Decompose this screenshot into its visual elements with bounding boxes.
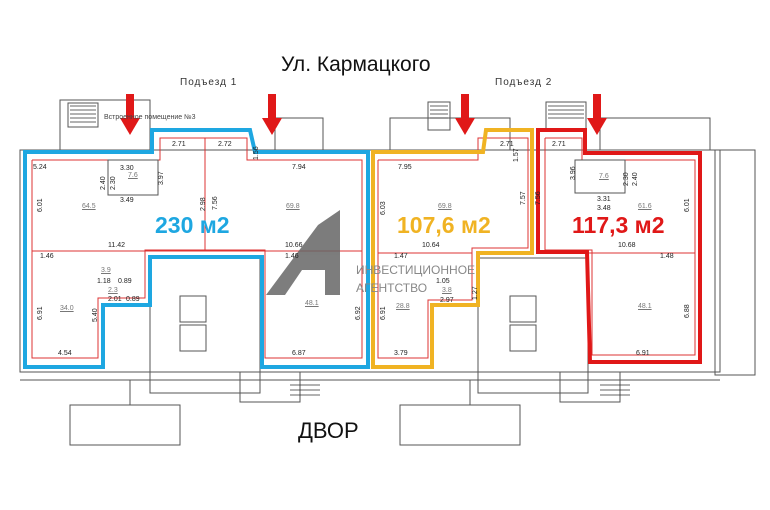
dimension-label-vertical: 3.96 bbox=[570, 166, 577, 180]
dimension-label: 7.95 bbox=[398, 164, 412, 171]
dimension-label-vertical: 2.30 bbox=[623, 172, 630, 186]
dimension-label-vertical: 6.01 bbox=[37, 198, 44, 212]
section-area-yellow: 107,6 м2 bbox=[397, 212, 491, 238]
room-area-label: 3.8 bbox=[442, 287, 452, 294]
street-name: Ул. Кармацкого bbox=[281, 53, 431, 76]
watermark-logo bbox=[266, 210, 340, 295]
room-area-label: 69.8 bbox=[286, 203, 300, 210]
dimension-label: 1.46 bbox=[285, 253, 299, 260]
dimension-label-vertical: 1.27 bbox=[472, 286, 479, 300]
dimension-label-vertical: 2.30 bbox=[110, 176, 117, 190]
room-area-label: 61.6 bbox=[638, 203, 652, 210]
entrance-2-label: Подъезд 2 bbox=[495, 77, 553, 88]
dimension-label: 6.87 bbox=[292, 350, 306, 357]
yard-label: ДВОР bbox=[298, 418, 359, 443]
dimension-label-vertical: 6.01 bbox=[684, 198, 691, 212]
dimension-label: 3.48 bbox=[597, 205, 611, 212]
dimension-label: 10.64 bbox=[422, 242, 440, 249]
dimension-label: 2.01 bbox=[108, 296, 122, 303]
dimension-label: 7.94 bbox=[292, 164, 306, 171]
dimension-label-vertical: 1.57 bbox=[513, 148, 520, 162]
dimension-label-vertical: 2.98 bbox=[200, 197, 207, 211]
dimension-label: 6.91 bbox=[636, 350, 650, 357]
room-area-label: 28.8 bbox=[396, 303, 410, 310]
room-area-label: 7.6 bbox=[599, 173, 609, 180]
room-area-label: 64.5 bbox=[82, 203, 96, 210]
dimension-label-vertical: 2.40 bbox=[100, 176, 107, 190]
section-area-red: 117,3 м2 bbox=[572, 212, 665, 238]
entrance-1-label: Подъезд 1 bbox=[180, 77, 238, 88]
dimension-label: 0.89 bbox=[126, 296, 140, 303]
dimension-label: 1.46 bbox=[40, 253, 54, 260]
watermark-line-1: ИНВЕСТИЦИОННОЕ bbox=[356, 263, 476, 277]
dimension-label: 1.05 bbox=[436, 278, 450, 285]
dimension-label: 1.47 bbox=[394, 253, 408, 260]
dimension-label: 3.49 bbox=[120, 197, 134, 204]
room-area-label: 48.1 bbox=[305, 300, 319, 307]
room-area-label: 2.3 bbox=[108, 287, 118, 294]
stairs bbox=[70, 105, 630, 396]
room-area-label: 34.0 bbox=[60, 305, 74, 312]
dimension-label-vertical: 3.97 bbox=[158, 171, 165, 185]
section-outline-blue bbox=[23, 128, 370, 369]
dimension-label: 5.24 bbox=[33, 164, 47, 171]
dimension-label-vertical: 6.91 bbox=[37, 306, 44, 320]
dimension-label-vertical: 7.56 bbox=[535, 191, 542, 205]
dimension-label-vertical: 6.88 bbox=[684, 304, 691, 318]
dimension-label-vertical: 6.92 bbox=[355, 306, 362, 320]
dimension-label-vertical: 7.57 bbox=[520, 191, 527, 205]
room-area-label: 3.9 bbox=[101, 267, 111, 274]
arrow-down-icon bbox=[455, 94, 475, 135]
dimension-label: 1.18 bbox=[97, 278, 111, 285]
dimension-label: 10.68 bbox=[618, 242, 636, 249]
dimension-label: 3.79 bbox=[394, 350, 408, 357]
dimension-label: 4.54 bbox=[58, 350, 72, 357]
dimension-label-vertical: 7.56 bbox=[212, 196, 219, 210]
dimension-label: 10.66 bbox=[285, 242, 303, 249]
section-outline-red bbox=[536, 128, 702, 364]
room-area-label: 48.1 bbox=[638, 303, 652, 310]
section-area-blue: 230 м2 bbox=[155, 212, 230, 238]
dimension-label: 2.71 bbox=[172, 141, 186, 148]
dimension-label-vertical: 6.91 bbox=[380, 306, 387, 320]
dimension-label-vertical: 5.40 bbox=[92, 308, 99, 322]
section-outline-yellow bbox=[371, 128, 534, 369]
dimension-label: 3.30 bbox=[120, 165, 134, 172]
premises-note: Встроенное помещение №3 bbox=[104, 114, 196, 121]
dimension-label: 0.89 bbox=[118, 278, 132, 285]
room-area-label: 69.8 bbox=[438, 203, 452, 210]
arrow-down-icon bbox=[587, 94, 607, 135]
arrow-down-icon bbox=[262, 94, 282, 135]
dimension-label: 2.71 bbox=[500, 141, 514, 148]
dimension-label-vertical: 2.40 bbox=[632, 172, 639, 186]
dimension-label: 2.97 bbox=[440, 297, 454, 304]
room-area-label: 7.6 bbox=[128, 172, 138, 179]
dimension-label: 3.31 bbox=[597, 196, 611, 203]
arrow-down-icon bbox=[120, 94, 140, 135]
dimension-label: 11.42 bbox=[108, 242, 125, 249]
dimension-label: 2.71 bbox=[552, 141, 566, 148]
dimension-label: 2.72 bbox=[218, 141, 232, 148]
watermark-line-2: АГЕНТСТВО bbox=[356, 281, 428, 295]
dimension-label-vertical: 6.03 bbox=[380, 201, 387, 215]
dimension-label: 1.48 bbox=[660, 253, 674, 260]
dimension-label-vertical: 1.56 bbox=[253, 146, 260, 160]
entrance-arrows bbox=[120, 94, 607, 135]
